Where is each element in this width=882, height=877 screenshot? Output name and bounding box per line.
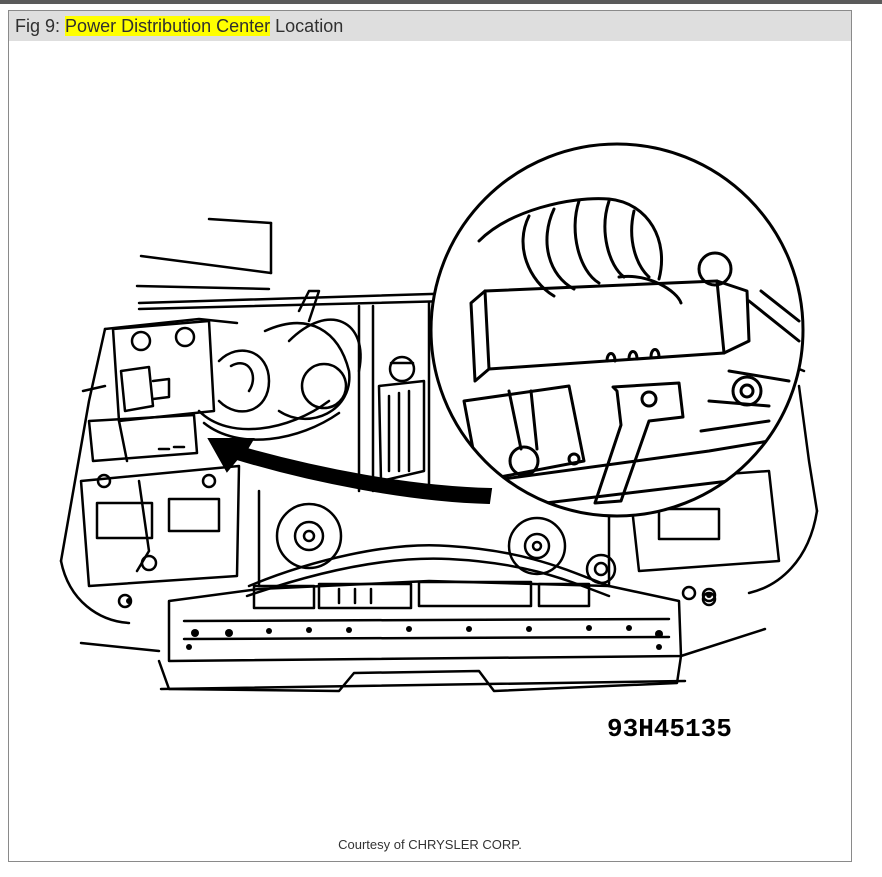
top-border [0, 0, 882, 4]
figure-frame: Fig 9: Power Distribution Center Locatio… [8, 10, 852, 862]
caption-highlight: Power Distribution Center [65, 16, 271, 36]
figure-credit: Courtesy of CHRYSLER CORP. [338, 837, 522, 852]
figure-caption: Fig 9: Power Distribution Center Locatio… [9, 11, 851, 41]
engine-bay-illustration: 93H45135 [59, 142, 819, 744]
figure-label: Fig 9: [15, 16, 61, 36]
part-number: 93H45135 [607, 714, 732, 744]
caption-rest: Location [275, 16, 344, 36]
